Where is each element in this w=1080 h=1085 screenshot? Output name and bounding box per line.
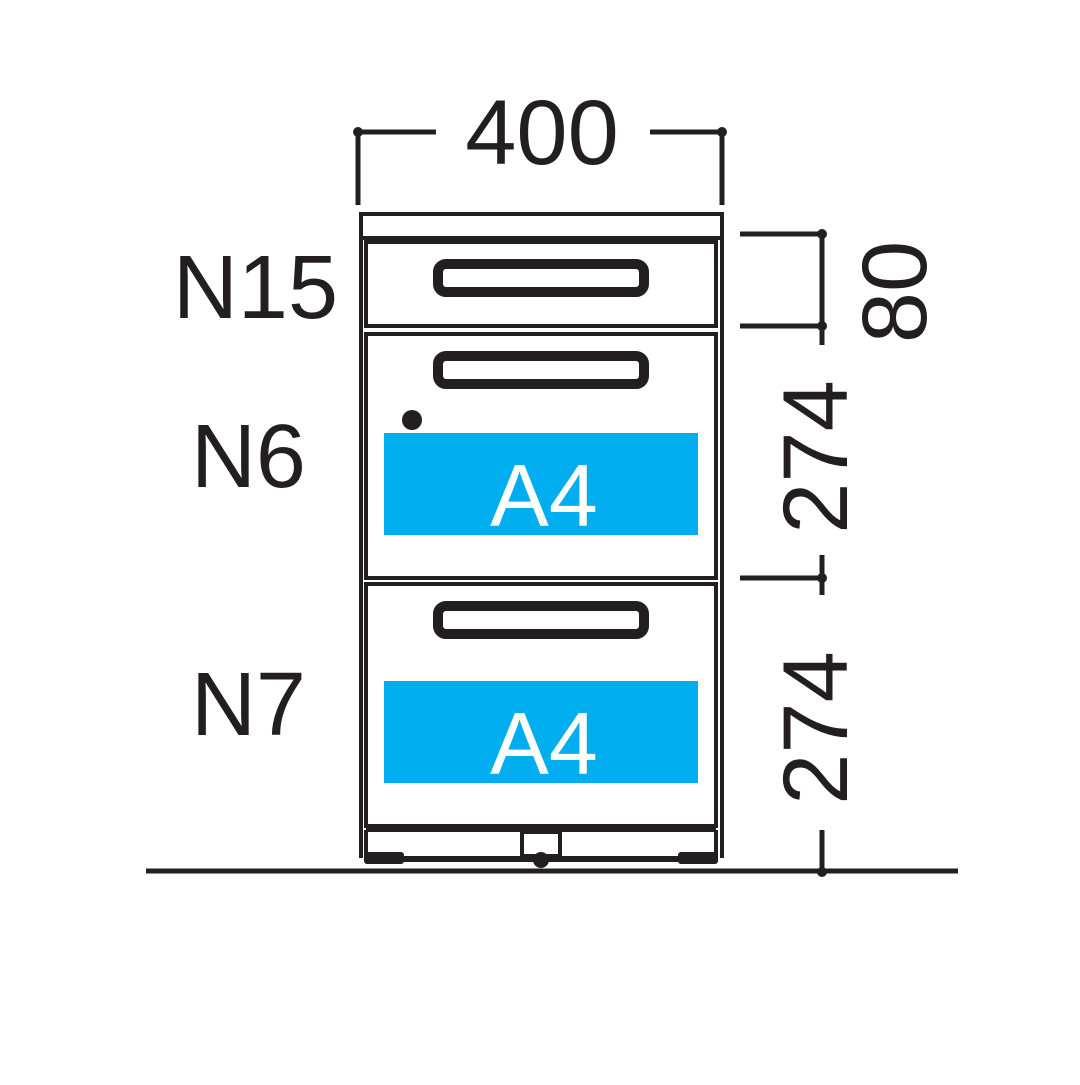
- drawer-n6-front: [364, 332, 718, 580]
- a4-band-n6: [384, 433, 698, 535]
- width-label: 400: [465, 82, 619, 184]
- height-label-top: 80: [844, 241, 946, 343]
- drawer-code-n6: N6: [191, 407, 306, 507]
- drawer-code-n7: N7: [191, 655, 306, 755]
- drawer-n15-front: [364, 240, 718, 328]
- height-label-bottom: 274: [765, 651, 867, 805]
- a4-label-n6: A4: [490, 446, 598, 545]
- cabinet-body: [359, 212, 724, 858]
- caster-base: [364, 852, 718, 868]
- drawer-n7-front: [364, 582, 718, 828]
- a4-label-n7: A4: [490, 694, 598, 793]
- height-dimension: [740, 229, 827, 877]
- drawer-code-n15: N15: [173, 238, 338, 338]
- a4-band-n7: [384, 681, 698, 783]
- drawer-handle: [433, 601, 649, 639]
- drawer-handle: [433, 351, 649, 389]
- height-label-middle: 274: [765, 380, 867, 534]
- lock-icon: [402, 410, 422, 430]
- drawer-handle: [433, 259, 649, 297]
- width-dimension: [353, 127, 727, 205]
